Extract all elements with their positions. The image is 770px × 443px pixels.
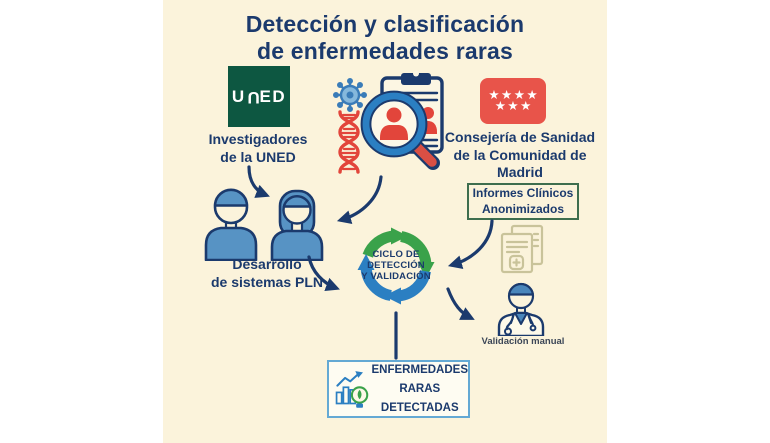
- dna-icon: [338, 110, 360, 174]
- detected-diseases-box: ENFERMEDADES RARAS DETECTADAS: [327, 360, 470, 418]
- magnifier-handle: [410, 140, 437, 167]
- page-title: Detección y clasificación de enfermedade…: [163, 11, 607, 65]
- title-line-2: de enfermedades raras: [256, 38, 514, 64]
- magnifier-icon: [360, 90, 440, 170]
- researchers-icons: [204, 188, 324, 261]
- madrid-flag-icon: ★★★★ ★★★: [480, 78, 546, 124]
- man-icon: [204, 188, 258, 261]
- madrid-health-label: Consejería de Sanidad de la Comunidad de…: [444, 129, 596, 180]
- infographic-panel: Detección y clasificación de enfermedade…: [163, 0, 607, 443]
- pln-systems-label: Desarrollo de sistemas PLN: [210, 256, 324, 290]
- doctor-icon: [497, 282, 545, 336]
- anonymized-reports-box: Informes Clínicos Anonimizados: [467, 183, 579, 220]
- manual-validation-label: Validación manual: [481, 336, 565, 347]
- uned-logo-text: UUED: [231, 86, 287, 107]
- chart-lightbulb-icon: [335, 371, 369, 408]
- title-line-1: Detección y clasificación: [245, 11, 525, 37]
- documents-icon: [500, 224, 544, 274]
- arrow-reports-to-cycle: [447, 219, 494, 270]
- detected-diseases-label: ENFERMEDADES RARAS DETECTADAS: [371, 363, 468, 414]
- cycle-label: CICLO DE DETECCIÓN Y VALIDACIÓN: [361, 249, 431, 282]
- madrid-stars-row2: ★★★: [494, 99, 533, 113]
- patient-under-lens-icon: [380, 107, 408, 140]
- cycle-arrows-icon: [357, 227, 435, 305]
- uned-logo: UUED: [228, 66, 290, 127]
- virus-icon: [332, 77, 368, 113]
- arrow-cycle-to-validation: [446, 287, 475, 320]
- uned-researchers-label: Investigadores de la UNED: [208, 131, 308, 165]
- woman-icon: [270, 189, 324, 261]
- madrid-stars-row1: ★★★★: [488, 88, 540, 102]
- detection-icon-group: [332, 70, 444, 174]
